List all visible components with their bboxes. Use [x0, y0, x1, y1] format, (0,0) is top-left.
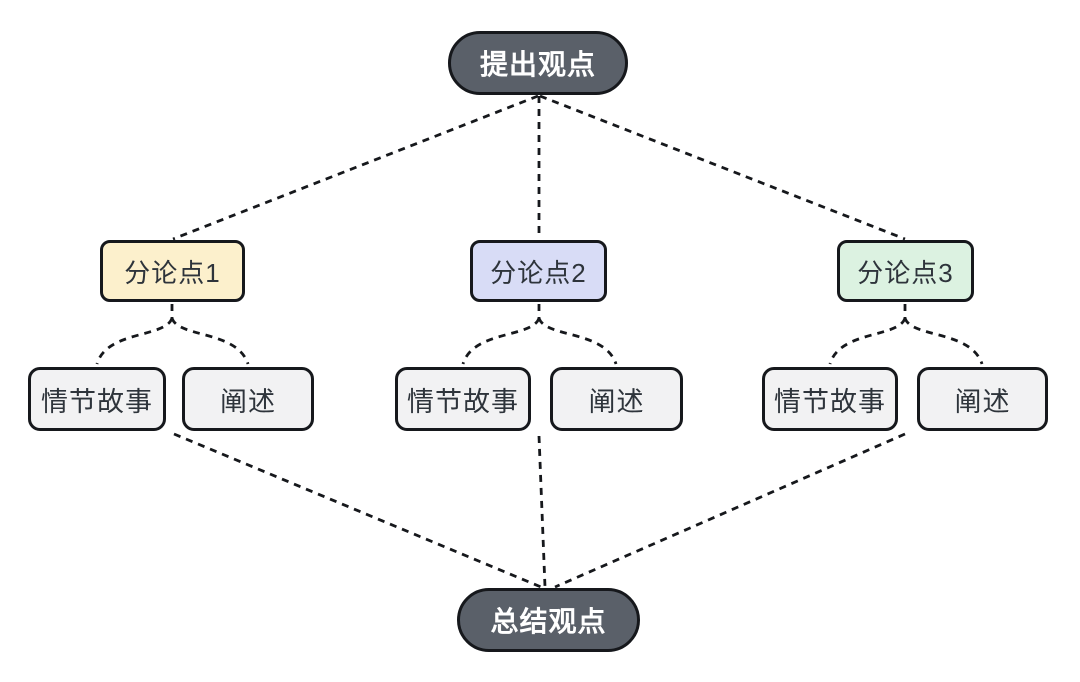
connector-group: [95, 94, 984, 589]
node-leaf-3-explain-label: 阐述: [954, 386, 1011, 417]
node-leaf-1-explain: 阐述: [182, 367, 314, 431]
connector-branch1-leaf1: [95, 317, 174, 365]
node-leaf-3-explain: 阐述: [917, 367, 1048, 431]
node-leaf-2-story: 情节故事: [395, 367, 531, 431]
node-leaf-2-explain-label: 阐述: [588, 386, 645, 417]
node-leaf-1-explain-label: 阐述: [220, 386, 276, 417]
node-leaf-2-story-label: 情节故事: [407, 386, 519, 417]
connector-branch3-leaf1: [828, 317, 907, 365]
connector-branch2-leaf1: [461, 317, 541, 365]
connector-root-branch1: [172, 94, 539, 241]
node-root: 提出观点: [448, 31, 628, 95]
node-branch-2: 分论点2: [470, 240, 607, 302]
node-root-label: 提出观点: [479, 49, 596, 80]
node-leaf-2-explain: 阐述: [550, 367, 683, 431]
node-branch-3: 分论点3: [837, 240, 974, 302]
node-branch-1: 分论点1: [100, 240, 245, 302]
node-leaf-1-story-label: 情节故事: [41, 386, 153, 417]
connector-group3-conclusion: [554, 432, 906, 589]
node-leaf-3-story-label: 情节故事: [774, 386, 886, 417]
connector-group1-conclusion: [173, 432, 542, 589]
node-conclusion-label: 总结观点: [490, 606, 607, 637]
connector-branch2-leaf2: [537, 317, 618, 365]
node-branch-3-label: 分论点3: [857, 257, 954, 288]
node-conclusion: 总结观点: [457, 588, 640, 652]
connector-branch3-leaf2: [903, 317, 984, 365]
node-leaf-3-story: 情节故事: [762, 367, 898, 431]
connector-root-branch3: [539, 94, 906, 241]
node-branch-1-label: 分论点1: [124, 257, 221, 288]
connector-group2-conclusion: [537, 435, 547, 588]
connector-branch1-leaf2: [170, 317, 250, 365]
node-branch-2-label: 分论点2: [490, 257, 587, 288]
node-leaf-1-story: 情节故事: [28, 367, 166, 431]
